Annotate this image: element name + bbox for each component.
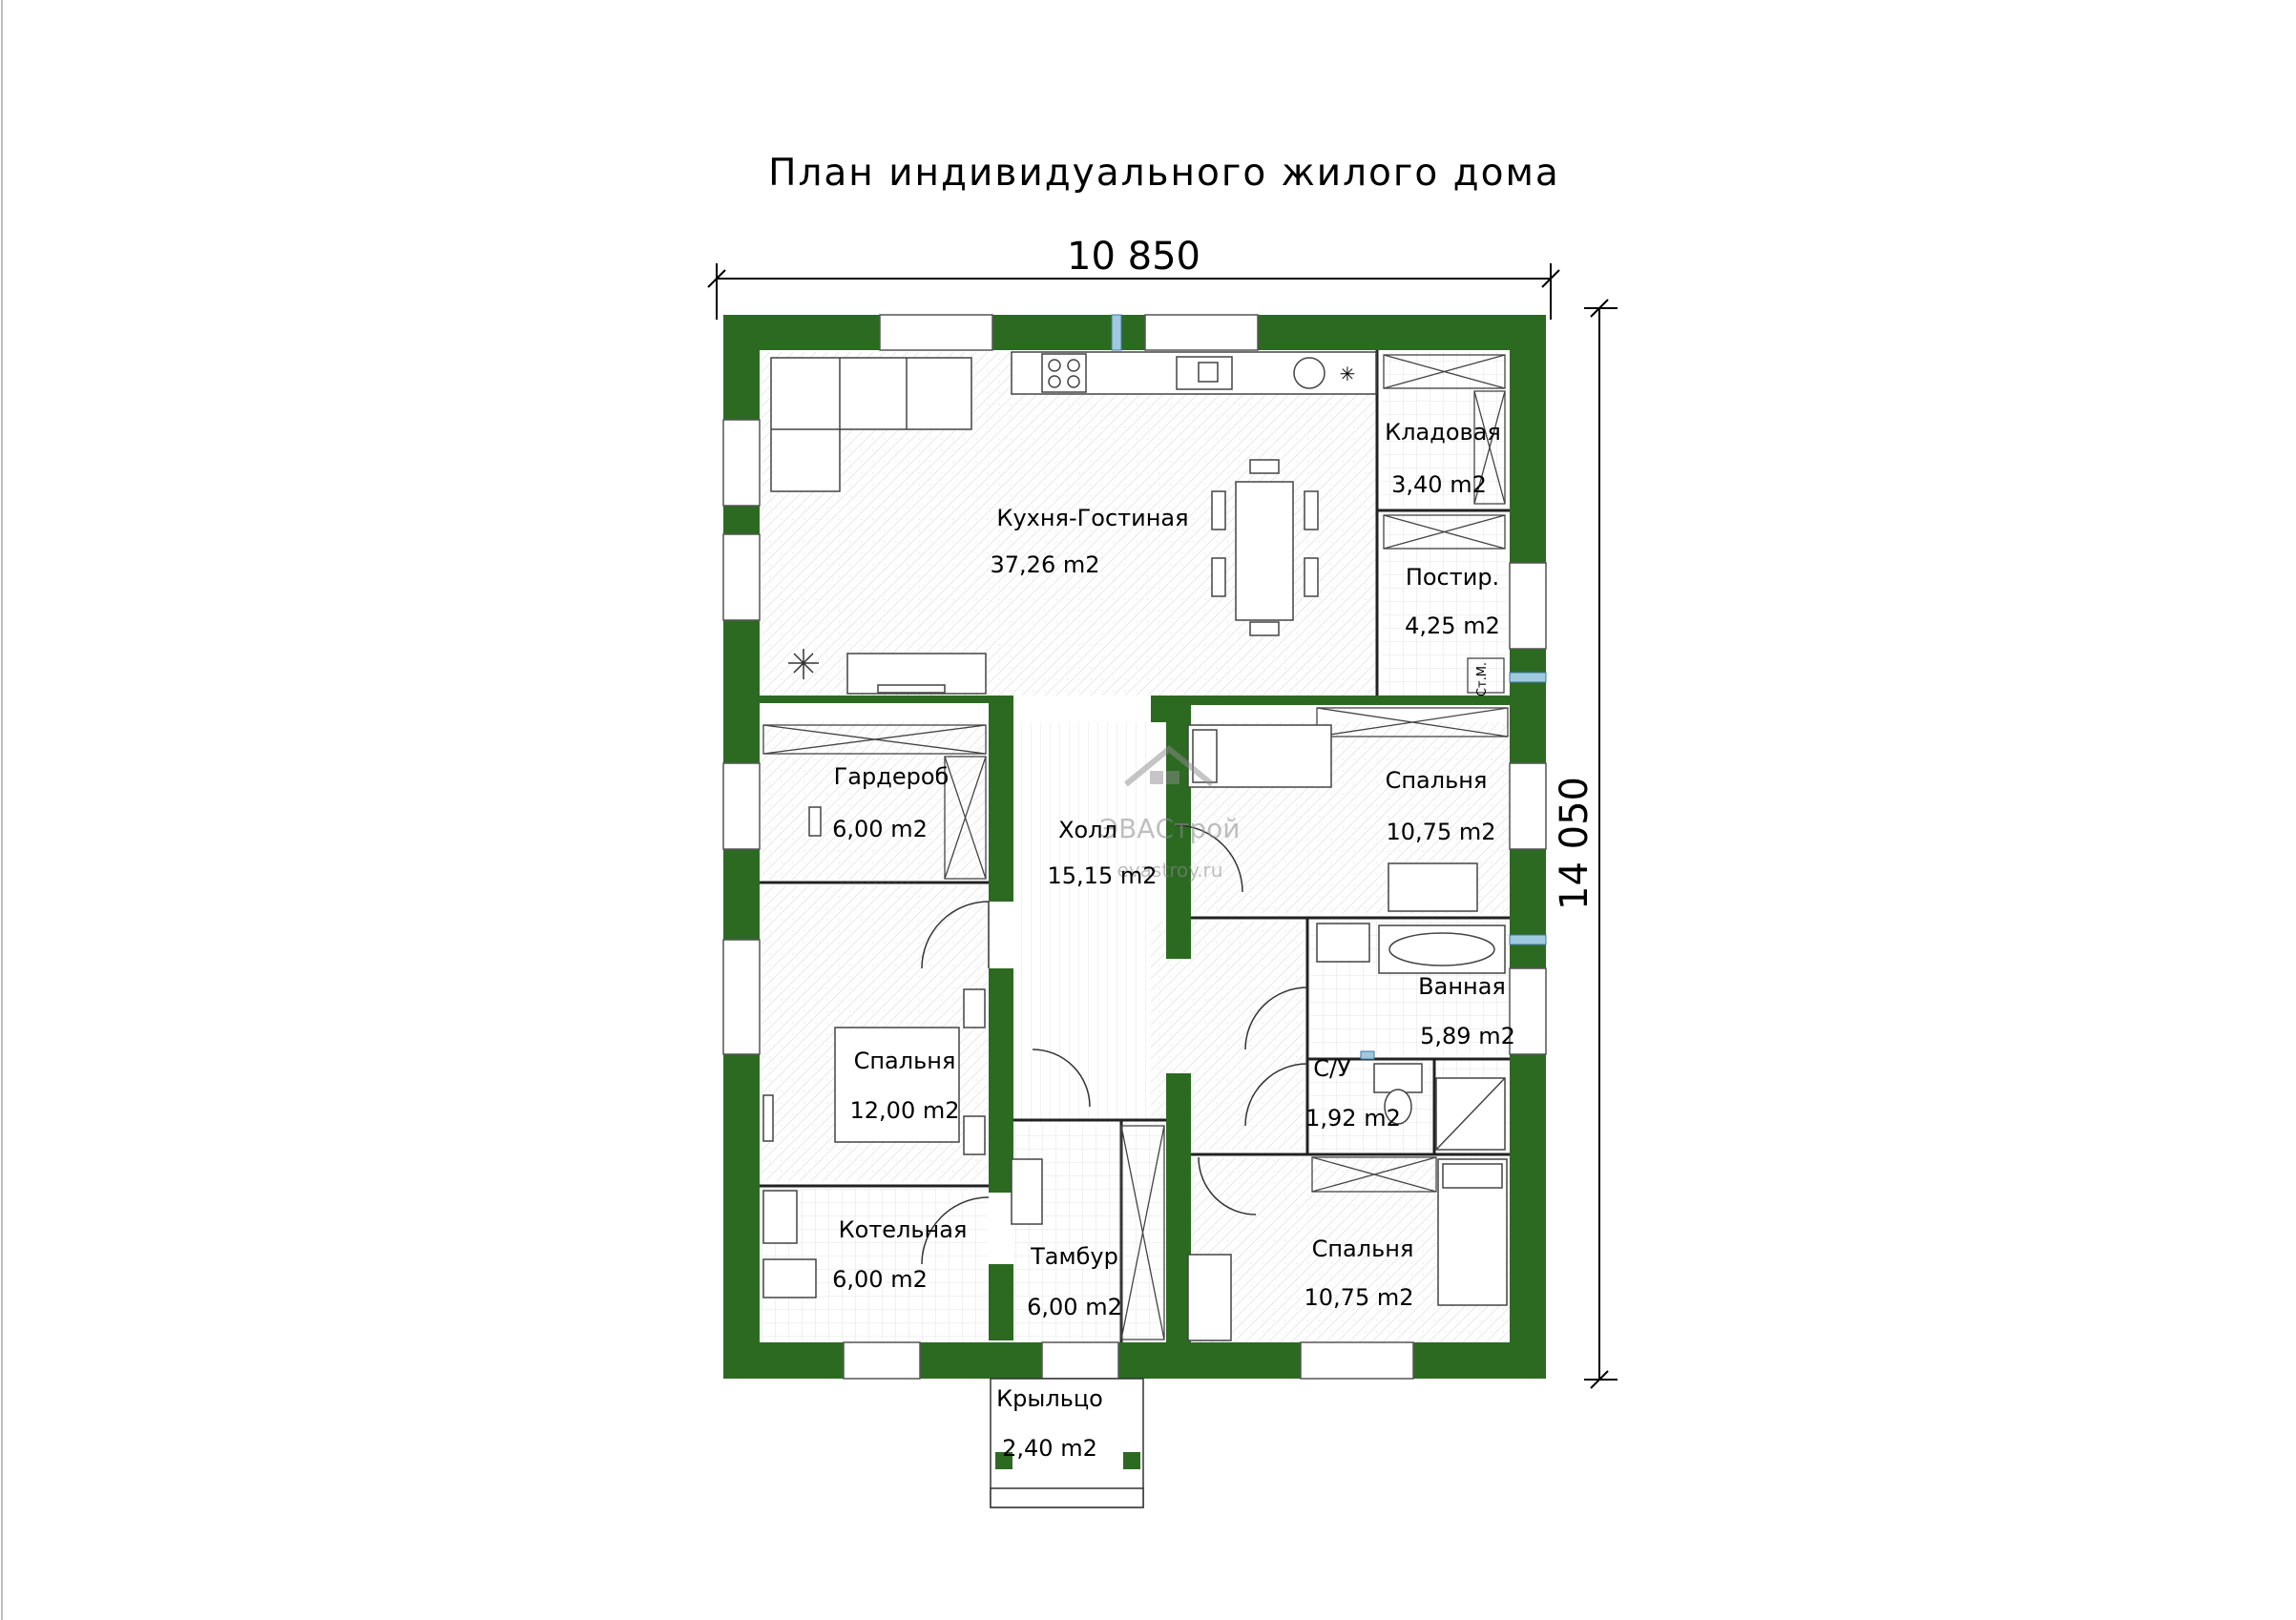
porch (990, 1378, 1144, 1508)
room-name-hall: Холл (1058, 817, 1117, 843)
room-name-laundry: Постир. (1406, 564, 1499, 591)
room-area-bedroom-se: 10,75 m2 (1305, 1284, 1414, 1311)
plant-icon (788, 649, 819, 679)
room-area-bedroom-ne: 10,75 m2 (1387, 819, 1496, 845)
room-name-wc: С/У (1313, 1055, 1351, 1082)
height-dimension-label: 14 050 (1553, 777, 1597, 910)
room-furniture (762, 724, 1508, 1341)
room-name-boiler: Котельная (839, 1216, 968, 1243)
room-area-hall: 15,15 m2 (1048, 862, 1158, 889)
watermark-brand: ЭВАСтрой (1100, 813, 1241, 844)
vents (1111, 314, 1547, 1060)
room-name-bedroom-se: Спальня (1312, 1236, 1414, 1262)
room-name-bedroom-w: Спальня (854, 1048, 956, 1074)
windows (722, 314, 1547, 1380)
room-name-wardrobe: Гардероб (834, 763, 950, 790)
room-name-bedroom-ne: Спальня (1386, 767, 1488, 794)
room-name-kitchen: Кухня-Гостиная (996, 505, 1188, 531)
room-area-wc: 1,92 m2 (1305, 1105, 1401, 1132)
watermark-site: evastroy.ru (1117, 859, 1223, 882)
room-area-bedroom-w: 12,00 m2 (850, 1097, 960, 1124)
height-dimension (1584, 299, 1618, 1389)
room-name-pantry: Кладовая (1385, 419, 1501, 446)
width-dimension-label: 10 850 (1067, 235, 1200, 279)
storage-shelves (762, 354, 1509, 1340)
room-area-porch: 2,40 m2 (1002, 1435, 1097, 1462)
kitchen-furniture (770, 351, 1377, 695)
room-area-laundry: 4,25 m2 (1405, 613, 1500, 639)
room-name-porch: Крыльцо (996, 1385, 1103, 1412)
interior-walls (760, 696, 1510, 1342)
pantry-floor (1382, 352, 1508, 508)
room-area-pantry: 3,40 m2 (1391, 471, 1487, 498)
plan-title: План индивидуального жилого дома (768, 152, 1560, 195)
room-name-bathroom: Ванная (1418, 973, 1506, 1000)
room-name-vestibule: Тамбур (1030, 1243, 1118, 1270)
width-dimension (707, 263, 1560, 320)
washer-label: Ст.М. (1475, 662, 1490, 696)
room-area-wardrobe: 6,00 m2 (832, 816, 928, 842)
room-area-kitchen: 37,26 m2 (991, 551, 1100, 578)
room-area-boiler: 6,00 m2 (832, 1266, 928, 1293)
room-area-bathroom: 5,89 m2 (1420, 1023, 1515, 1049)
watermark-logo (1124, 745, 1214, 787)
fan-icon: ✳ (1340, 363, 1356, 385)
room-area-vestibule: 6,00 m2 (1027, 1294, 1122, 1320)
door-swings (840, 824, 1308, 1485)
wardrobe-floor (762, 722, 988, 880)
